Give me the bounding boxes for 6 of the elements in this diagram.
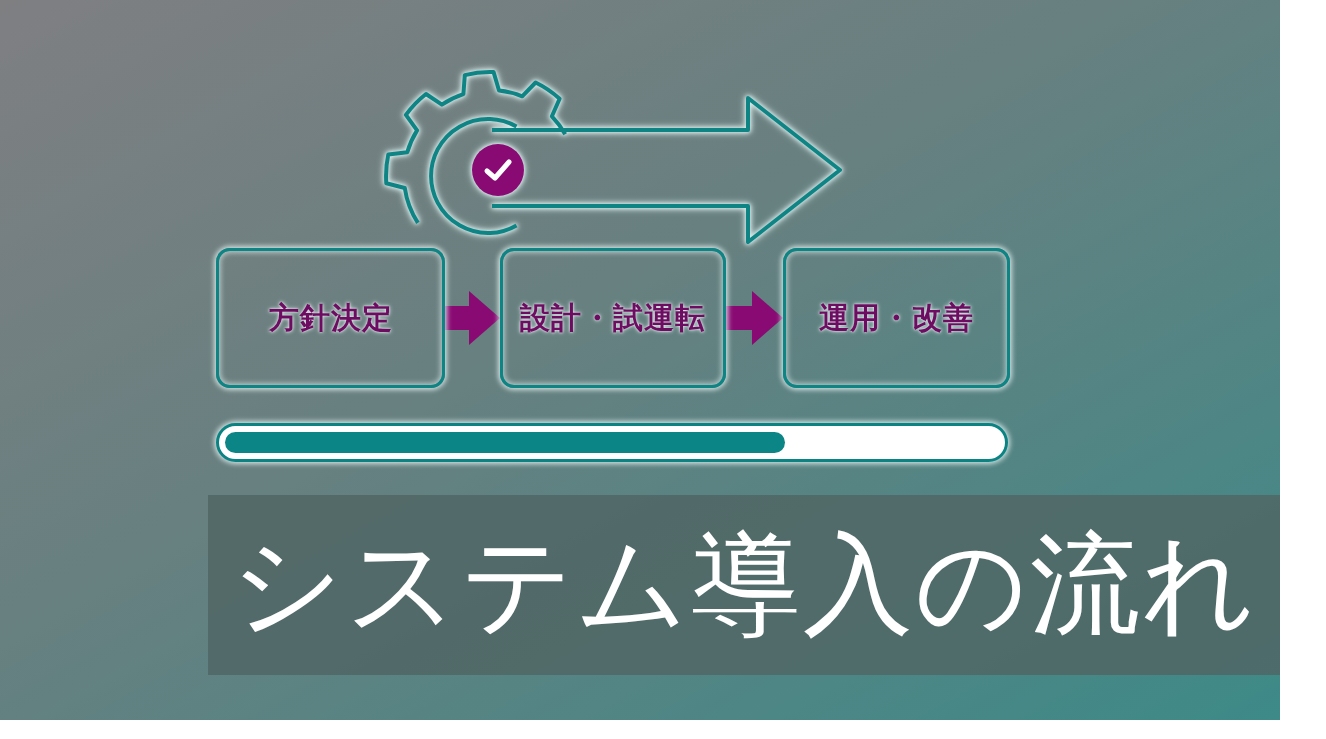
process-box: 設計・試運転: [500, 248, 726, 388]
arrow: [445, 291, 500, 345]
process-box: 運用・改善: [783, 248, 1010, 388]
title-banner: システム導入の流れ: [208, 495, 1280, 675]
process-box: 方針決定: [216, 248, 445, 388]
arrow: [726, 291, 783, 345]
